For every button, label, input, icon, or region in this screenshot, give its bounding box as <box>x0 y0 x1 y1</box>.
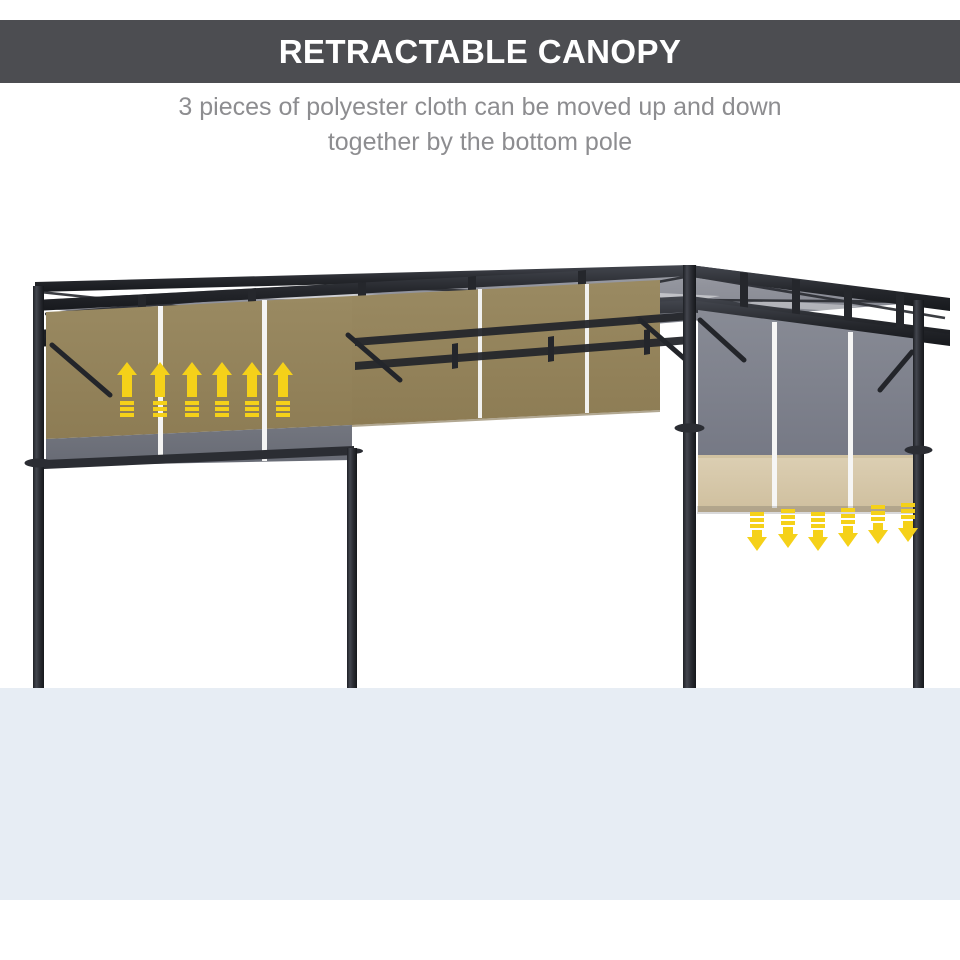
subtitle-line-2: together by the bottom pole <box>327 128 633 156</box>
secondary-beam <box>355 312 690 370</box>
up-arrow-icon <box>182 362 202 417</box>
down-arrow-icon <box>898 503 918 542</box>
down-arrow-icon <box>838 508 858 547</box>
up-arrow-icon <box>212 362 232 417</box>
up-arrow-icon <box>117 362 137 417</box>
down-arrow-group <box>747 503 918 551</box>
down-arrow-icon <box>868 505 888 544</box>
right-canopy-assembly <box>697 310 920 514</box>
subtitle-line-1: 3 pieces of polyester cloth can be moved… <box>178 93 782 121</box>
ground-plane <box>0 688 960 900</box>
up-arrow-group <box>117 362 293 417</box>
page-title: RETRACTABLE CANOPY <box>278 32 682 70</box>
up-arrow-icon <box>150 362 170 417</box>
up-arrow-icon <box>273 362 293 417</box>
down-arrow-icon <box>808 512 828 551</box>
up-arrow-icon <box>242 362 262 417</box>
down-arrow-icon <box>778 509 798 548</box>
valance-beam-right <box>690 300 950 346</box>
down-arrow-icon <box>747 512 767 551</box>
subtitle: 3 pieces of polyester cloth can be moved… <box>0 90 960 160</box>
corner-braces <box>49 317 915 398</box>
title-bar: RETRACTABLE CANOPY <box>0 20 960 83</box>
right-canopy-guide-cords <box>772 322 853 510</box>
left-canopy-guide-cords <box>158 284 589 463</box>
